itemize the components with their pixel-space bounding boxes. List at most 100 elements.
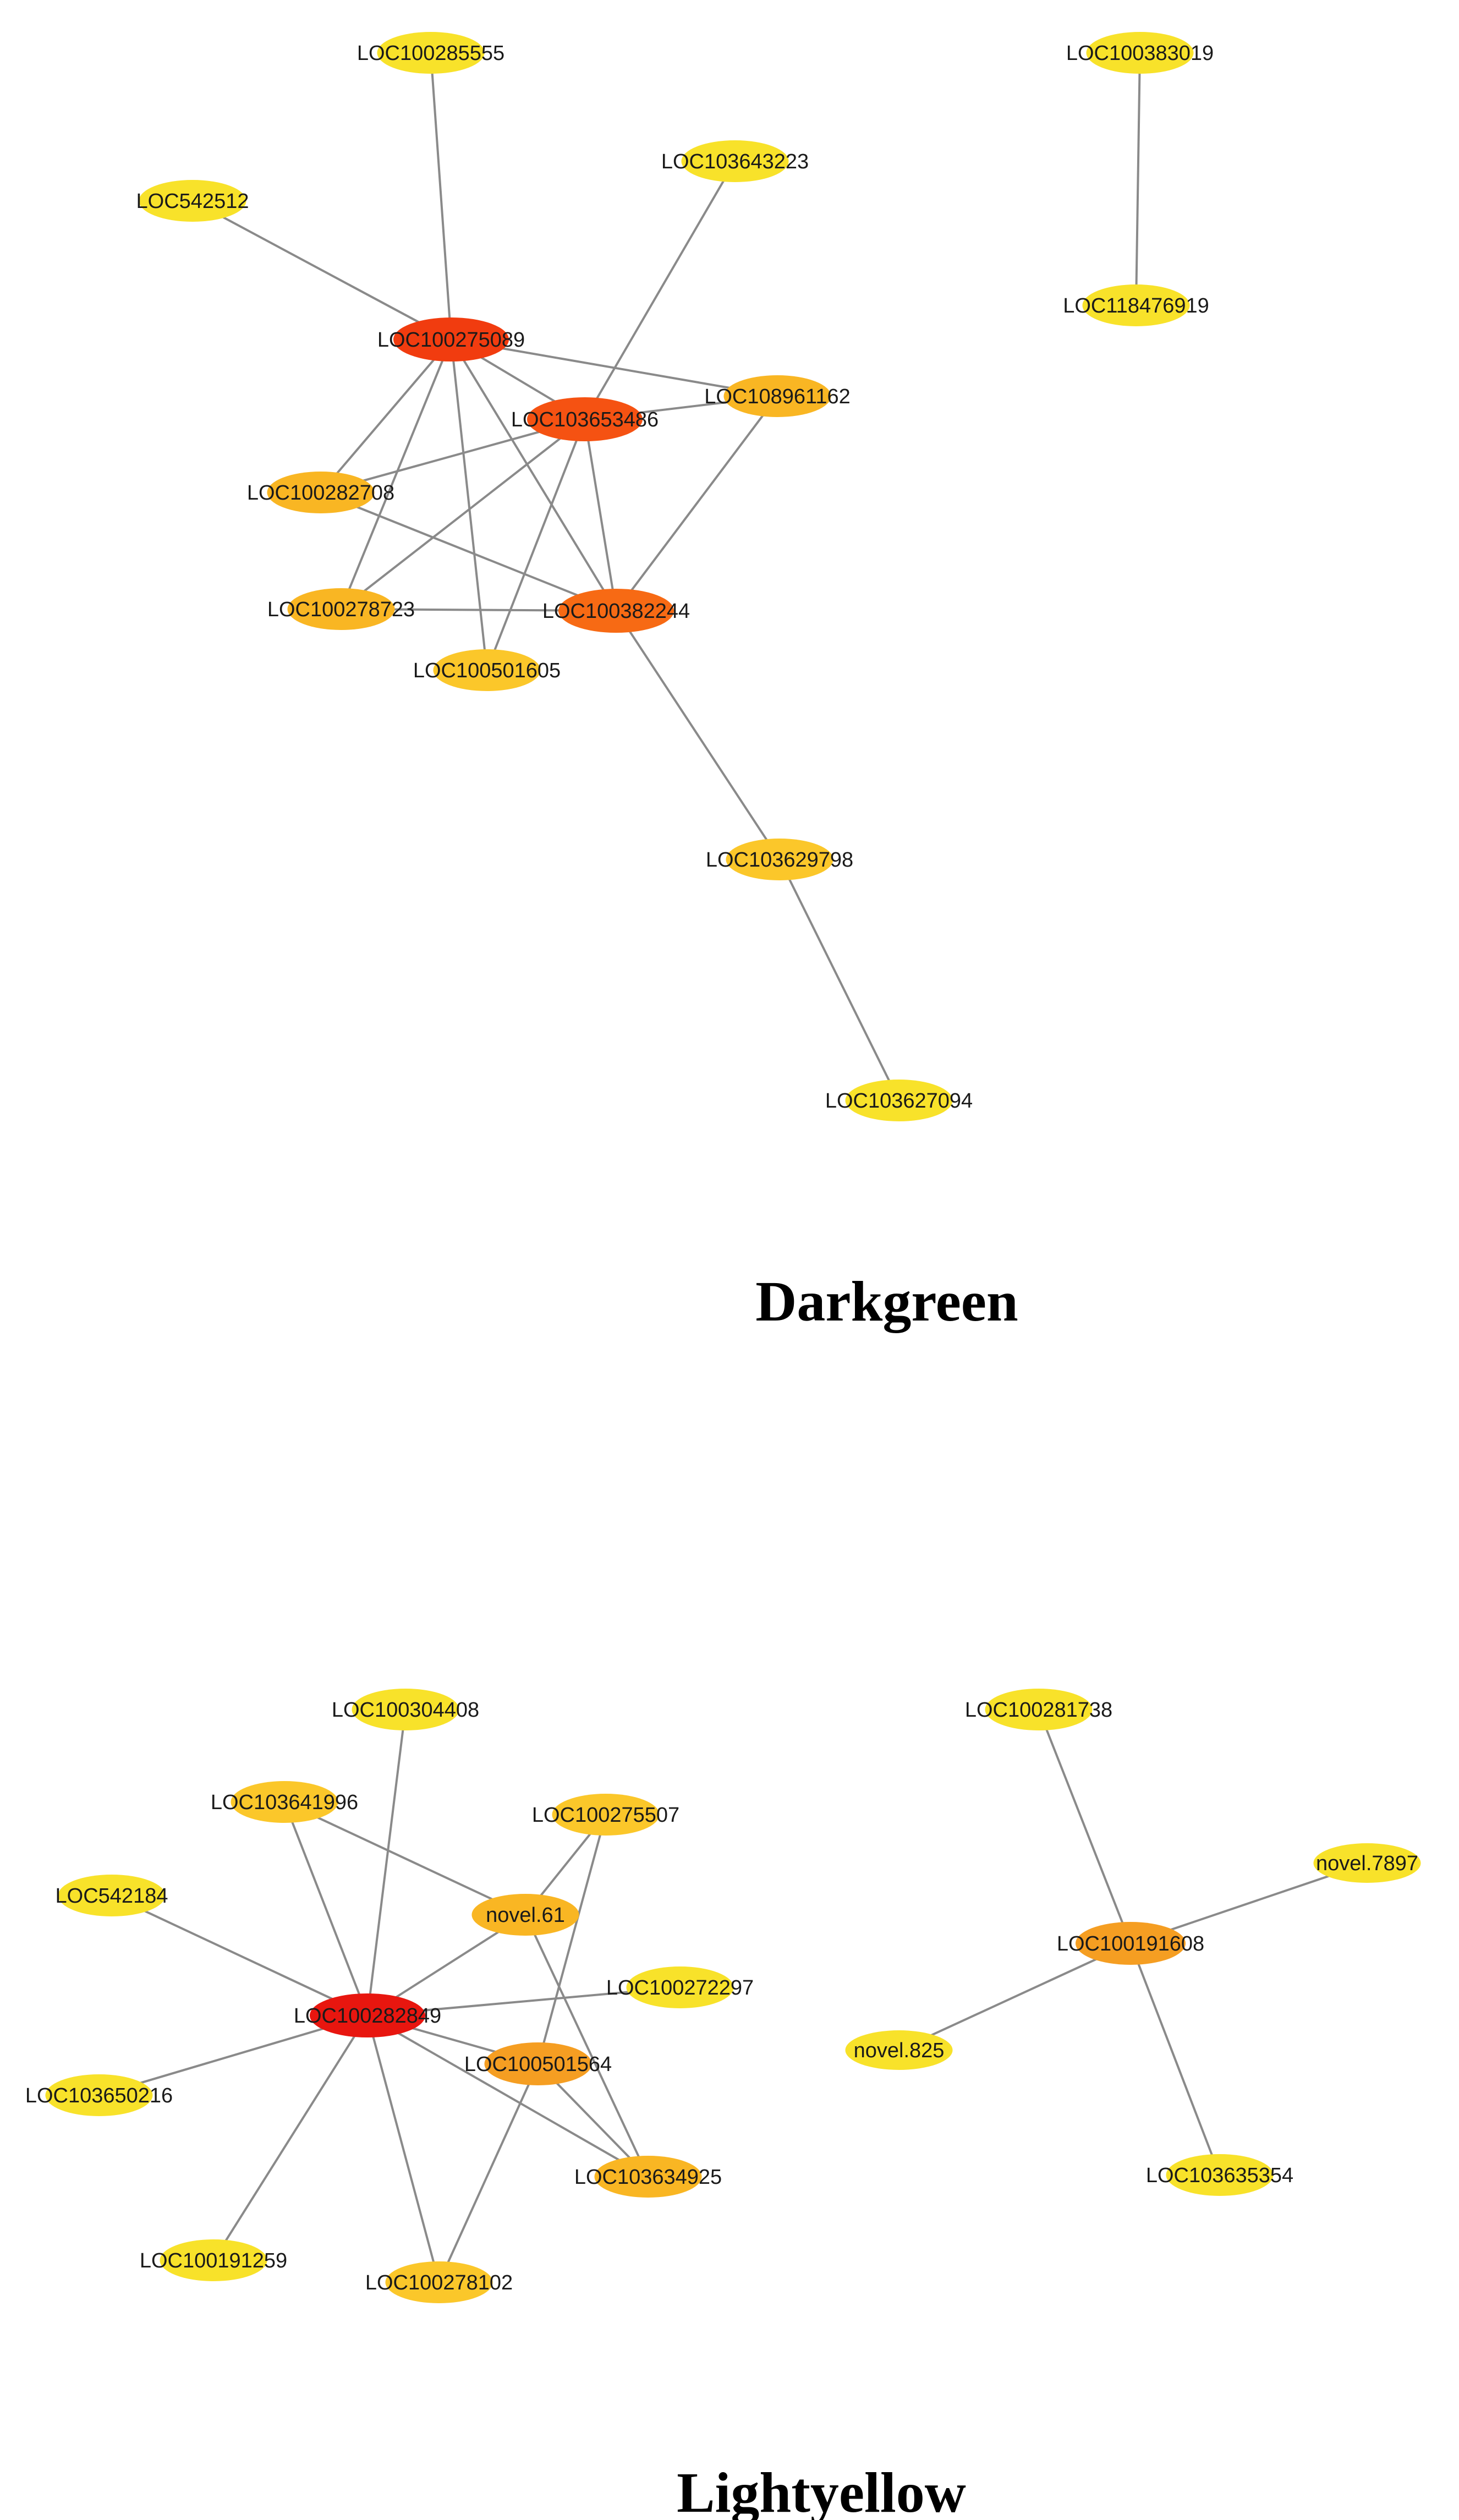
node-loc103629798[interactable]: LOC103629798 (706, 839, 853, 880)
node-loc100278102[interactable]: LOC100278102 (365, 2261, 513, 2303)
node-loc118476919[interactable]: LOC118476919 (1063, 284, 1209, 326)
lightyellow-edge-loc103641996-novel-61 (284, 1801, 526, 1916)
lightyellow-edge-loc103635354-loc100191608 (1129, 1943, 1221, 2176)
node-loc100501605[interactable]: LOC100501605 (413, 649, 561, 691)
node-ellipse-loc100278723 (287, 588, 395, 630)
node-ellipse-novel-7897 (1313, 1843, 1421, 1883)
node-label-loc100501564: LOC100501564 (464, 2053, 612, 2076)
lightyellow-edge-loc100281738-loc100191608 (1038, 1709, 1132, 1944)
lightyellow-caption: Lightyellow (677, 2461, 966, 2520)
node-ellipse-loc100501564 (484, 2042, 592, 2085)
node-ellipse-loc100285555 (377, 32, 485, 74)
node-novel-825[interactable]: novel.825 (845, 2030, 953, 2070)
node-ellipse-loc100382244 (558, 589, 674, 633)
node-label-loc100281738: LOC100281738 (965, 1699, 1112, 1722)
node-loc108961162[interactable]: LOC108961162 (704, 375, 851, 417)
darkgreen-edge-loc103643223-loc103653486 (584, 160, 736, 420)
darkgreen-edge-loc103653486-loc100501605 (486, 419, 586, 671)
node-loc100191608[interactable]: LOC100191608 (1057, 1922, 1204, 1965)
node-loc100285555[interactable]: LOC100285555 (357, 32, 504, 74)
node-loc100304408[interactable]: LOC100304408 (332, 1689, 479, 1730)
node-label-loc100282708: LOC100282708 (247, 481, 394, 505)
darkgreen-edge-loc542512-loc100275089 (192, 200, 452, 341)
lightyellow-edge-loc100282849-loc100191259 (212, 2014, 369, 2261)
node-label-loc100191259: LOC100191259 (140, 2249, 287, 2272)
node-label-novel-825: novel.825 (854, 2039, 945, 2062)
lightyellow-edge-loc100275507-loc100501564 (537, 1814, 607, 2064)
node-label-loc542184: LOC542184 (56, 1884, 168, 1908)
node-loc103627094[interactable]: LOC103627094 (825, 1080, 973, 1121)
darkgreen-edge-loc100275089-loc100282708 (320, 338, 452, 494)
node-loc100282849[interactable]: LOC100282849 (294, 1993, 441, 2037)
node-loc100281738[interactable]: LOC100281738 (965, 1689, 1112, 1730)
node-label-loc100278723: LOC100278723 (267, 598, 415, 621)
node-loc103634925[interactable]: LOC103634925 (574, 2156, 722, 2198)
node-label-novel-7897: novel.7897 (1316, 1852, 1418, 1875)
node-ellipse-loc100282849 (310, 1993, 425, 2037)
node-loc100278723[interactable]: LOC100278723 (267, 588, 415, 630)
node-loc103635354[interactable]: LOC103635354 (1146, 2154, 1293, 2196)
node-label-loc100501605: LOC100501605 (413, 659, 561, 682)
node-label-loc100382244: LOC100382244 (542, 600, 690, 623)
node-loc100275089[interactable]: LOC100275089 (377, 317, 525, 361)
node-label-loc103635354: LOC103635354 (1146, 2164, 1293, 2187)
node-loc100383019[interactable]: LOC100383019 (1066, 32, 1214, 74)
node-loc542184[interactable]: LOC542184 (56, 1875, 168, 1916)
node-loc103641996[interactable]: LOC103641996 (211, 1781, 358, 1823)
lightyellow-edge-loc100304408-loc100282849 (366, 1709, 407, 2016)
node-loc103643223[interactable]: LOC103643223 (661, 140, 809, 182)
darkgreen-edge-loc100275089-loc100278723 (340, 339, 452, 610)
node-ellipse-loc100191259 (160, 2239, 267, 2281)
node-loc100282708[interactable]: LOC100282708 (247, 472, 394, 513)
node-ellipse-loc103629798 (726, 839, 833, 880)
node-label-loc103653486: LOC103653486 (511, 408, 659, 431)
darkgreen-edge-loc100282708-loc100382244 (320, 491, 617, 612)
node-label-novel-61: novel.61 (486, 1904, 565, 1927)
node-loc542512[interactable]: LOC542512 (136, 180, 249, 222)
node-label-loc103627094: LOC103627094 (825, 1089, 973, 1113)
node-loc100272297[interactable]: LOC100272297 (606, 1966, 754, 2008)
node-label-loc103643223: LOC103643223 (661, 150, 809, 173)
darkgreen-edge-loc103629798-loc103627094 (778, 859, 900, 1101)
node-loc100501564[interactable]: LOC100501564 (464, 2042, 612, 2085)
node-loc100382244[interactable]: LOC100382244 (542, 589, 690, 633)
node-ellipse-loc100272297 (626, 1966, 734, 2008)
darkgreen-edge-loc100275089-loc100501605 (450, 339, 488, 671)
node-loc100275507[interactable]: LOC100275507 (532, 1794, 679, 1836)
node-ellipse-loc100191608 (1076, 1922, 1186, 1965)
darkgreen-edge-loc100275089-loc108961162 (451, 338, 778, 397)
node-label-loc542512: LOC542512 (136, 190, 249, 213)
node-label-loc100278102: LOC100278102 (365, 2271, 513, 2294)
node-ellipse-loc118476919 (1082, 284, 1190, 326)
node-novel-61[interactable]: novel.61 (471, 1894, 579, 1936)
node-label-loc100272297: LOC100272297 (606, 1976, 754, 1999)
node-ellipse-loc103643223 (681, 140, 789, 182)
node-ellipse-loc100278102 (385, 2261, 493, 2303)
node-ellipse-loc100281738 (985, 1689, 1093, 1730)
node-label-loc103634925: LOC103634925 (574, 2166, 722, 2189)
node-ellipse-loc542184 (58, 1875, 166, 1916)
node-loc100191259[interactable]: LOC100191259 (140, 2239, 287, 2281)
node-label-loc100282849: LOC100282849 (294, 2004, 441, 2028)
node-loc103653486[interactable]: LOC103653486 (511, 397, 659, 441)
node-novel-7897[interactable]: novel.7897 (1313, 1843, 1421, 1883)
darkgreen-edge-loc103653486-loc100382244 (584, 419, 617, 611)
node-ellipse-loc100275089 (393, 317, 509, 361)
lightyellow-edge-loc100282849-loc100278102 (366, 2015, 440, 2283)
node-ellipse-loc100275507 (552, 1794, 660, 1836)
node-ellipse-loc100282708 (267, 472, 375, 513)
darkgreen-edge-loc100382244-loc103629798 (615, 610, 781, 861)
lightyellow-edge-novel-825-loc100191608 (898, 1942, 1131, 2051)
node-loc103650216[interactable]: LOC103650216 (25, 2074, 173, 2116)
lightyellow-edge-loc100282849-loc103634925 (367, 2014, 649, 2178)
node-label-loc100275507: LOC100275507 (532, 1804, 679, 1827)
node-ellipse-loc103641996 (231, 1781, 338, 1823)
node-ellipse-loc542512 (139, 180, 246, 222)
node-ellipse-novel-825 (845, 2030, 953, 2070)
darkgreen-edge-loc100285555-loc100275089 (430, 52, 452, 340)
node-label-loc103650216: LOC103650216 (25, 2084, 173, 2107)
node-ellipse-loc100383019 (1086, 32, 1194, 74)
